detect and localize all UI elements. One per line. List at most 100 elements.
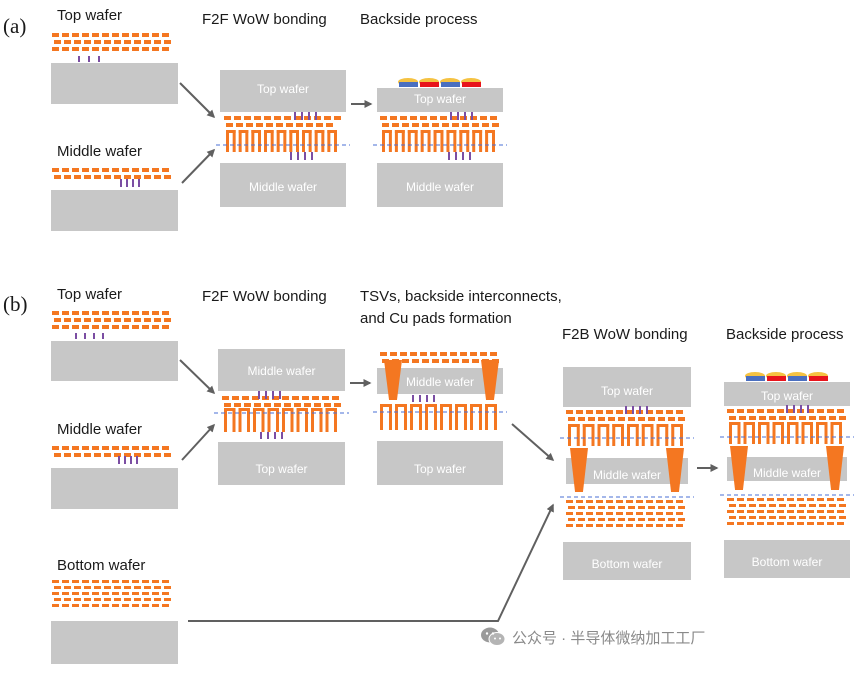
b-top-wafer-stack-segment <box>82 325 89 329</box>
b-top-wafer-stack-segment <box>102 311 109 315</box>
a-f2f-upper-stack-segment <box>246 123 253 127</box>
b-back-lower-stack-segment <box>739 516 746 519</box>
b-f2b-vias-via <box>625 406 627 414</box>
b-f2f-middle-wafer-label: Middle wafer <box>247 364 316 378</box>
b-f2b-bottom-substrate <box>563 542 691 580</box>
b-f2f-upper-stack-segment <box>334 403 341 407</box>
b-bottom-wafer-stack-segment <box>132 580 139 583</box>
b-back-pillars-leg <box>824 422 828 444</box>
a-back-upper-stack-segment <box>380 116 387 120</box>
b-bottom-wafer-stack-segment <box>114 586 121 589</box>
b-back-bottom-wafer-label: Bottom wafer <box>751 555 823 569</box>
b-top-wafer-vias-via <box>84 333 86 339</box>
b-f2b-pillars-leg <box>671 424 675 446</box>
b-bottom-wafer-stack-segment <box>164 598 171 601</box>
b-f2b-lower-stack-segment <box>586 500 593 503</box>
b-f2f-middle-substrate <box>218 349 345 391</box>
b-f2b-upper-stack-segment <box>656 410 663 414</box>
b-tsv-top-stack-segment <box>452 359 459 363</box>
a-f2f-pillars-leg <box>308 130 312 152</box>
b-f2f-lower-vias-via <box>260 432 262 439</box>
b-back-vias-via <box>807 405 809 413</box>
b-back-lower-stack-segment <box>757 522 764 525</box>
b-f2b-upper-stack-segment <box>666 410 673 414</box>
b-f2b-lower-stack-segment <box>628 506 635 509</box>
b-f2f-upper-stack-segment <box>274 403 281 407</box>
a-back-top-substrate-body <box>377 88 503 112</box>
b-f2f-pillars-leg <box>319 408 323 432</box>
b-f2b-lower-stack-segment <box>666 512 673 515</box>
a-back-top-substrate <box>377 88 503 112</box>
a-middle-wafer-stack <box>52 168 171 179</box>
b-tsv-vias <box>412 395 435 402</box>
a-f2f-pillars <box>226 130 337 152</box>
b-back-lower-stack-segment <box>817 522 824 525</box>
b-f2b-lower-stack-segment <box>576 512 583 515</box>
b-tsv-middle-wafer-label: Middle wafer <box>405 375 475 389</box>
b-f2b-lower-stack-segment <box>586 524 593 527</box>
a-f2f-pillars-cap <box>302 130 312 133</box>
a-f2f-upper-stack-segment <box>234 116 241 120</box>
a-f2f-upper-stack-segment <box>276 123 283 127</box>
b-back-pillars-leg <box>830 422 834 444</box>
b-back-lower-stack-segment <box>727 510 734 513</box>
b-bottom-wafer-stack-segment <box>142 580 149 583</box>
b-back-lower-stack-segment <box>817 510 824 513</box>
b-middle-wafer-stack-segment <box>92 446 99 450</box>
b-tsv-top-stack-segment <box>390 352 397 356</box>
b-top-wafer-stack-segment <box>72 325 79 329</box>
b-f2b-lower-stack-segment <box>676 524 683 527</box>
a-f2f-vias-via <box>294 112 296 120</box>
b-back-pads-pad <box>767 376 786 381</box>
b-f2f-upper-stack-segment <box>304 403 311 407</box>
b-back-lower-stack-segment <box>789 516 796 519</box>
a-middle-wafer-heading: Middle wafer <box>57 143 143 160</box>
a-top-wafer-stack-segment <box>84 40 91 44</box>
b-bottom-wafer-stack-segment <box>122 580 129 583</box>
b-f2f-pillars-cap <box>238 408 250 411</box>
b-back-lower-stack-segment <box>777 522 784 525</box>
a-f2f-upper-stack-segment <box>296 123 303 127</box>
a-back-upper-stack-segment <box>430 116 437 120</box>
b-f2f-top-wafer-label: Top wafer <box>255 462 308 476</box>
b-f2b-lower-stack-segment <box>636 512 643 515</box>
b-tsv-pillars-cap <box>470 404 482 407</box>
b-tsv-pillars-leg <box>440 404 443 430</box>
a-back-upper-stack <box>380 116 499 127</box>
b-top-wafer-stack-segment <box>74 318 81 322</box>
a-f2f-vias-via <box>301 112 303 120</box>
a-top-wafer-stack-segment <box>152 47 159 51</box>
b-tsv-pillars-leg <box>434 404 437 430</box>
b-back-upper-stack-segment <box>807 409 814 413</box>
a-back-pillars-leg <box>394 130 398 152</box>
a-f2f-pillars-leg <box>334 130 337 152</box>
a-f2f-pillars-cap <box>264 130 274 133</box>
b-bottom-wafer-stack-segment <box>164 586 171 589</box>
a-back-upper-stack-segment <box>492 123 499 127</box>
a-back-upper-stack-segment <box>482 123 489 127</box>
b-f2b-pillars <box>568 424 683 446</box>
b-f2b-bottom-substrate-body <box>563 542 691 580</box>
b-back-pillars-cap <box>743 422 755 425</box>
b-f2b-lower-stack-segment <box>658 506 665 509</box>
b-f2f-pillars-leg <box>311 408 314 432</box>
b-f2b-lower-stack-segment <box>656 524 663 527</box>
b-f2b-pillars-leg <box>621 424 624 446</box>
a-back-pillars-leg <box>485 130 489 152</box>
a-middle-wafer-stack-segment <box>164 175 171 179</box>
b-back-lower-stack-segment <box>777 498 784 501</box>
b-f2b-lower-stack-segment <box>646 524 653 527</box>
b-bottom-wafer-stack-segment <box>154 586 161 589</box>
a-back-pillars-leg <box>492 130 495 152</box>
b-f2f-pillars-leg <box>253 408 256 432</box>
b-back-upper-stack-segment <box>799 416 806 420</box>
b-bottom-wafer-stack-segment <box>104 598 111 601</box>
b-back-upper-stack-segment <box>757 409 764 413</box>
b-top-wafer-stack-segment <box>112 311 119 315</box>
a-back-upper-stack-segment <box>432 123 439 127</box>
b-back-upper-stack-segment <box>767 409 774 413</box>
a-back-vias-via <box>457 112 459 120</box>
b-f2f-upper-stack-segment <box>332 396 339 400</box>
a-back-pillars-leg <box>407 130 411 152</box>
b-bottom-wafer-stack-segment <box>112 580 119 583</box>
